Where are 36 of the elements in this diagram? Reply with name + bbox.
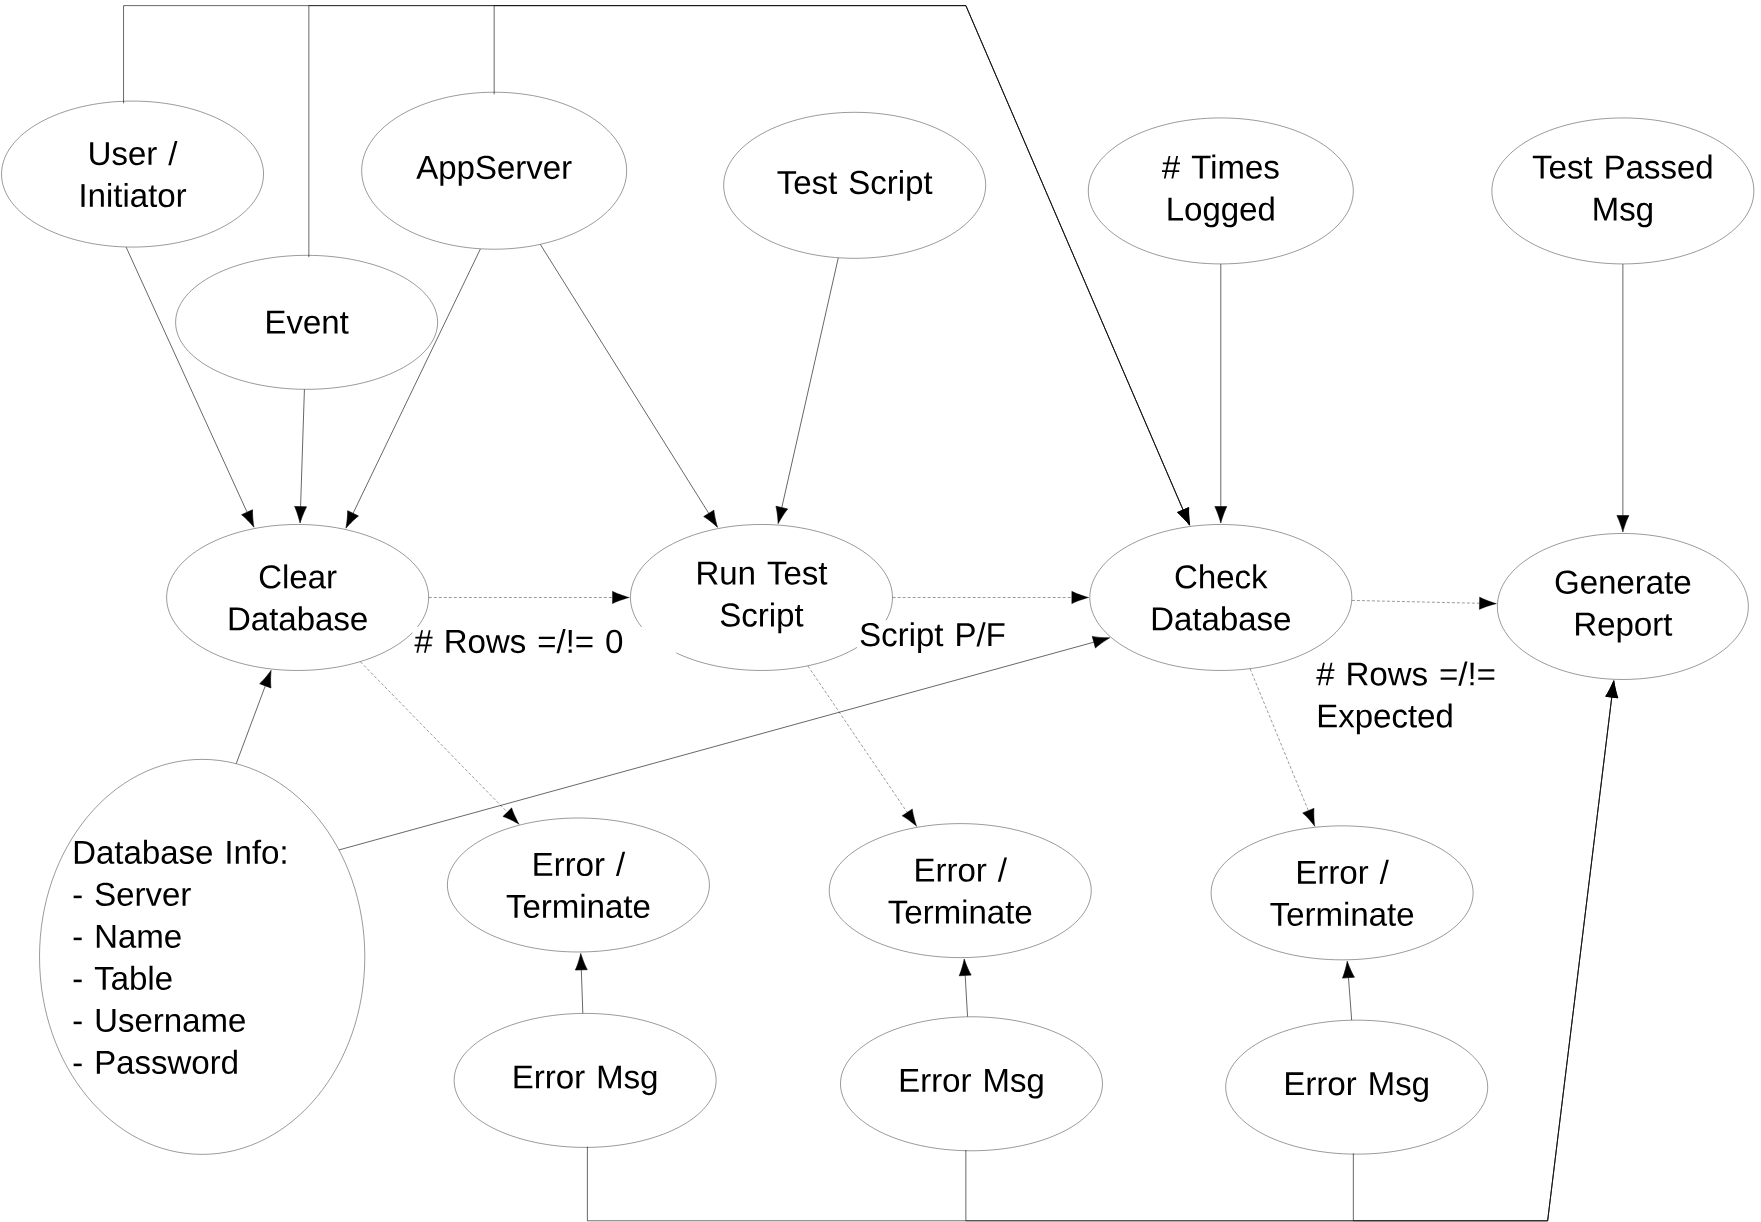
ellipse-node: Error Msg	[453, 1013, 717, 1148]
arrow	[1249, 668, 1315, 827]
ellipse-node: Error Msg	[1225, 1020, 1488, 1155]
arrow	[807, 665, 917, 827]
arrow	[540, 244, 718, 528]
arrow	[338, 636, 1110, 851]
ellipse-node: Error / Terminate	[829, 823, 1092, 958]
ellipse-node: Event	[175, 255, 438, 390]
arrow	[775, 257, 839, 524]
edge-label: # Rows =/!= 0	[412, 626, 677, 656]
ellipse-node: Error / Terminate	[1210, 825, 1474, 961]
arrow	[428, 591, 630, 604]
arrow	[294, 389, 307, 524]
arrow	[493, 5, 1190, 526]
arrow	[958, 958, 972, 1017]
ellipse-node: Error Msg	[840, 1016, 1103, 1152]
ellipse-node: Test Script	[723, 112, 986, 259]
arrow	[235, 670, 272, 764]
arrow	[345, 248, 481, 529]
edge-label: Script P/F	[857, 620, 1012, 655]
ellipse-node: Generate Report	[1497, 533, 1749, 680]
arrow	[892, 591, 1089, 604]
arrow	[1342, 961, 1355, 1021]
arrow	[125, 246, 255, 528]
ellipse-node: Error / Terminate	[447, 817, 710, 953]
arrow	[575, 953, 588, 1014]
arrow	[1214, 263, 1228, 524]
ellipse-node: Database Info: - Server - Name - Table - Username - Password	[39, 759, 365, 1155]
arrow	[1353, 680, 1618, 1222]
arrow	[1351, 596, 1497, 610]
ellipse-node: Test Passed Msg	[1491, 117, 1755, 265]
ellipse-node: AppServer	[361, 92, 627, 250]
ellipse-node: User / Initiator	[1, 100, 264, 248]
arrow	[360, 661, 520, 825]
ellipse-node: # Times Logged	[1088, 117, 1354, 265]
arrow	[1616, 263, 1630, 533]
